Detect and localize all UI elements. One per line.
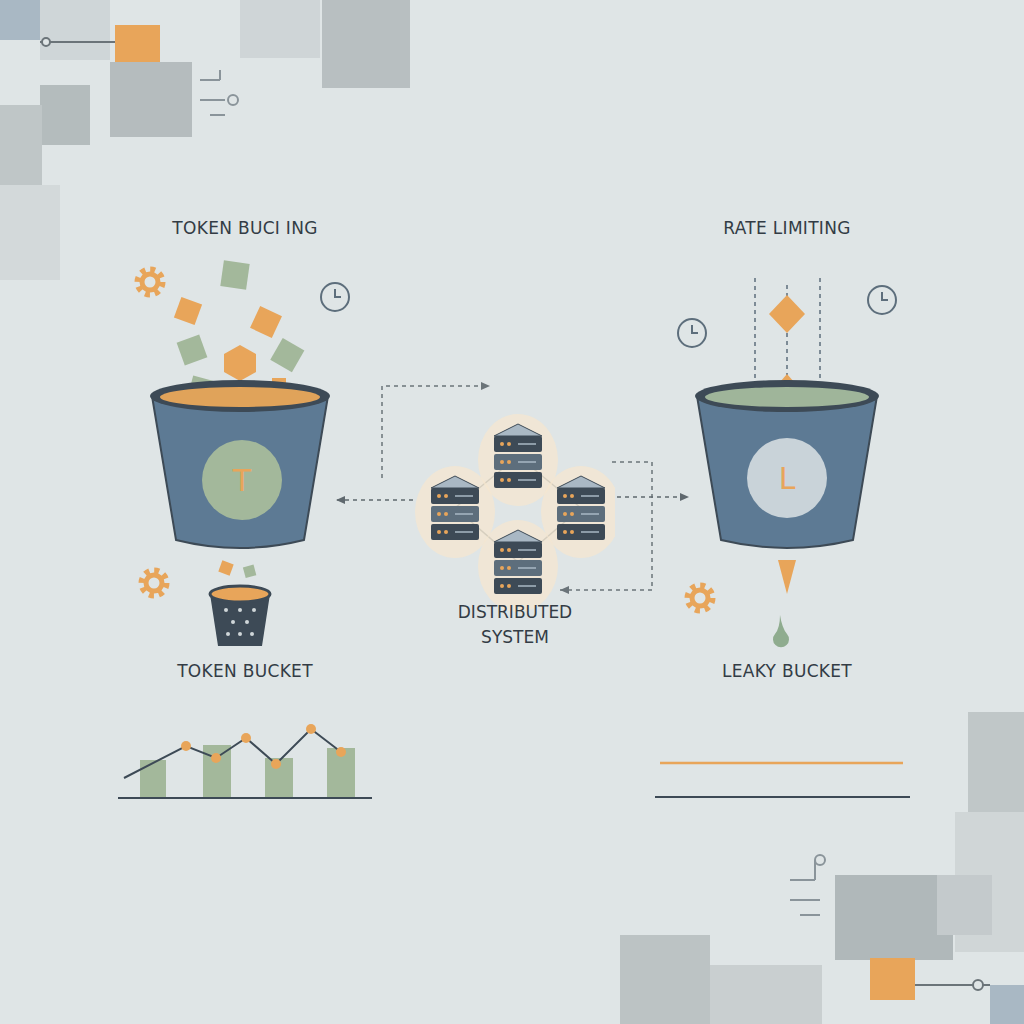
token-bucket: T <box>146 370 334 560</box>
dashed-connector <box>617 496 689 498</box>
leaky-bucket: L <box>691 370 883 560</box>
dashed-connector <box>336 499 413 501</box>
steady-rate-lines <box>655 763 910 797</box>
corner-squares <box>620 712 1024 1024</box>
node-label: DISTRIBUTED SYSTEM <box>415 600 615 650</box>
section-heading: RATE LIMITING <box>723 218 850 238</box>
bucket-letter: T <box>202 440 282 520</box>
leak-drops <box>773 560 796 647</box>
caption-label: TOKEN BUCKET <box>177 661 313 681</box>
corner-squares <box>0 0 410 280</box>
server-cluster: DISTRIBUTED SYSTEM <box>415 412 615 652</box>
bucket-letter: L <box>747 438 827 518</box>
gear-icon <box>138 270 712 610</box>
clock-icon <box>321 283 896 347</box>
token-bin <box>210 560 270 646</box>
burst-chart <box>118 724 372 798</box>
caption-label: LEAKY BUCKET <box>722 661 852 681</box>
section-heading: TOKEN BUCI ING <box>172 218 317 238</box>
